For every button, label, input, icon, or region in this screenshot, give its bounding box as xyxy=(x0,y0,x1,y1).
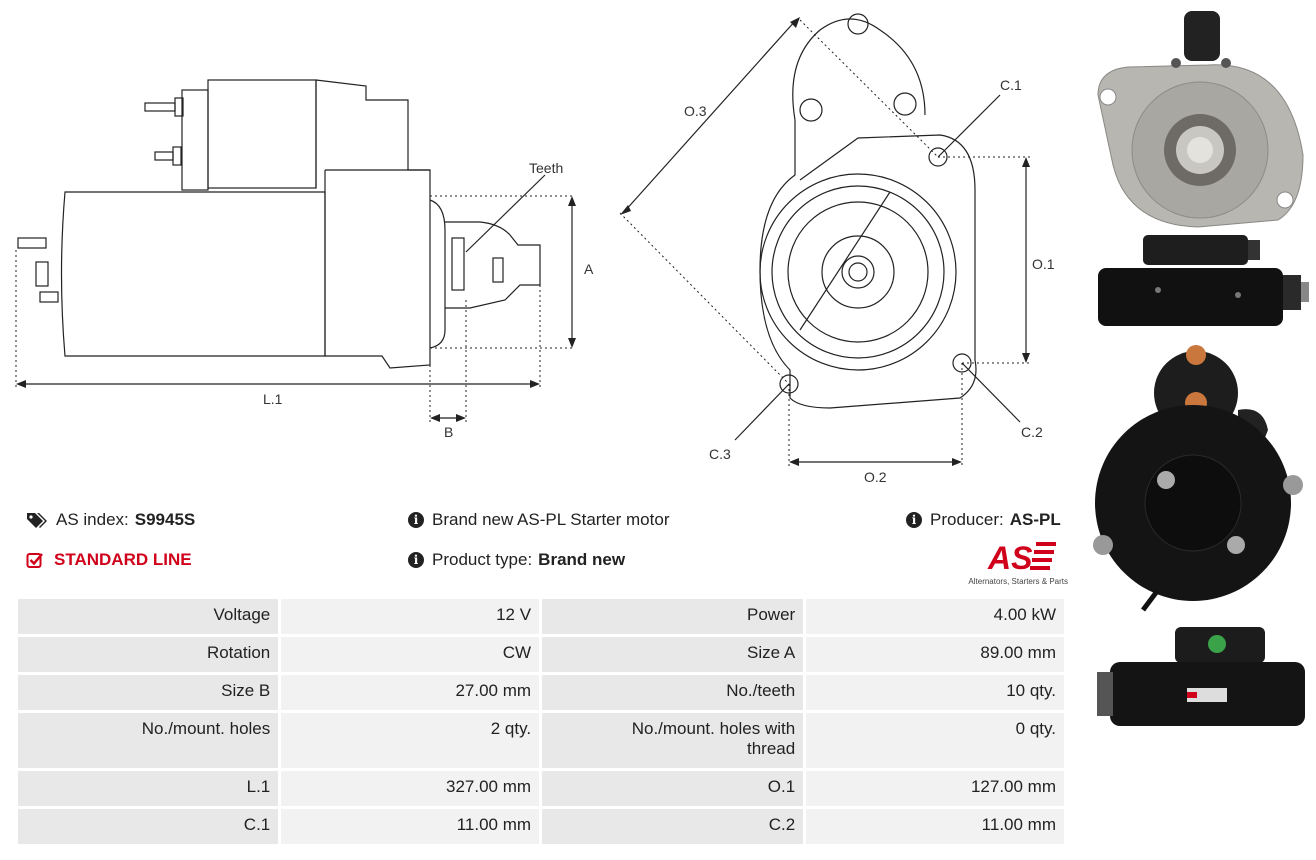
dim-a-label: A xyxy=(584,261,594,277)
as-index-row: AS index: S9945S xyxy=(26,510,195,530)
spec-label: Size B xyxy=(14,672,282,713)
table-row: C.1 11.00 mm C.2 11.00 mm xyxy=(14,806,1067,847)
dim-c3-label: C.3 xyxy=(709,446,731,462)
logo-tagline: Alternators, Starters & Parts xyxy=(968,577,1068,586)
side-view-drawing: Teeth A B L.1 xyxy=(15,79,594,440)
spec-label: No./mount. holes xyxy=(14,710,282,771)
table-row: Rotation CW Size A 89.00 mm xyxy=(14,634,1067,675)
description-row: i Brand new AS-PL Starter motor xyxy=(408,510,669,530)
dim-o2-label: O.2 xyxy=(864,469,887,485)
spec-label: Size A xyxy=(539,634,807,675)
table-row: L.1 327.00 mm O.1 127.00 mm xyxy=(14,768,1067,809)
spec-label: O.1 xyxy=(539,768,807,809)
standard-line-label: STANDARD LINE xyxy=(54,550,192,569)
product-photo-side[interactable] xyxy=(1088,230,1313,335)
spec-value: 11.00 mm xyxy=(803,806,1067,847)
spec-label: C.1 xyxy=(14,806,282,847)
spec-label: Voltage xyxy=(14,596,282,637)
spec-label: C.2 xyxy=(539,806,807,847)
spec-value: 4.00 kW xyxy=(803,596,1067,637)
producer-row: i Producer: AS-PL xyxy=(906,510,1061,530)
standard-line-row: STANDARD LINE xyxy=(26,550,192,570)
spec-value: 327.00 mm xyxy=(278,768,543,809)
spec-value: 2 qty. xyxy=(278,710,543,771)
dim-c1-label: C.1 xyxy=(1000,77,1022,93)
product-photo-front[interactable] xyxy=(1088,5,1313,230)
spec-value: 89.00 mm xyxy=(803,634,1067,675)
check-square-icon xyxy=(26,553,43,568)
product-type-row: i Product type: Brand new xyxy=(408,550,625,570)
spec-label: No./teeth xyxy=(539,672,807,713)
spec-label: Power xyxy=(539,596,807,637)
info-icon: i xyxy=(906,512,922,528)
product-description: Brand new AS-PL Starter motor xyxy=(432,510,670,529)
info-icon: i xyxy=(408,512,424,528)
spec-label: No./mount. holes with thread xyxy=(539,710,807,771)
dim-o3-label: O.3 xyxy=(684,103,707,119)
as-pl-logo: AS Alternators, Starters & Parts xyxy=(966,538,1068,586)
dim-l1-label: L.1 xyxy=(263,391,283,407)
product-type-value: Brand new xyxy=(538,550,626,569)
dim-c2-label: C.2 xyxy=(1021,424,1043,440)
spec-value: 12 V xyxy=(278,596,543,637)
product-type-label: Product type: xyxy=(432,550,533,569)
logo-text: AS xyxy=(987,540,1033,572)
spec-value: 127.00 mm xyxy=(803,768,1067,809)
table-row: Voltage 12 V Power 4.00 kW xyxy=(14,596,1067,637)
as-index-label: AS index: xyxy=(56,510,129,529)
spec-label: L.1 xyxy=(14,768,282,809)
dim-o1-label: O.1 xyxy=(1032,256,1055,272)
specs-table: Voltage 12 V Power 4.00 kW Rotation CW S… xyxy=(14,596,1067,847)
product-photo-top[interactable] xyxy=(1095,622,1313,734)
producer-label: Producer: xyxy=(930,510,1004,529)
spec-label: Rotation xyxy=(14,634,282,675)
spec-value: 0 qty. xyxy=(803,710,1067,771)
dim-b-label: B xyxy=(444,424,453,440)
tags-icon xyxy=(27,513,47,528)
product-photo-rear[interactable] xyxy=(1088,345,1313,615)
spec-value: 11.00 mm xyxy=(278,806,543,847)
table-row: Size B 27.00 mm No./teeth 10 qty. xyxy=(14,672,1067,713)
table-row: No./mount. holes 2 qty. No./mount. holes… xyxy=(14,710,1067,771)
info-icon: i xyxy=(408,552,424,568)
producer-value: AS-PL xyxy=(1009,510,1061,529)
spec-value: 27.00 mm xyxy=(278,672,543,713)
front-view-drawing: O.3 C.1 O.1 C.2 C.3 O.2 xyxy=(619,13,1055,485)
logo-mark: AS xyxy=(987,540,1056,576)
spec-value: CW xyxy=(278,634,543,675)
teeth-label: Teeth xyxy=(529,160,563,176)
spec-value: 10 qty. xyxy=(803,672,1067,713)
as-index-value: S9945S xyxy=(134,510,196,529)
